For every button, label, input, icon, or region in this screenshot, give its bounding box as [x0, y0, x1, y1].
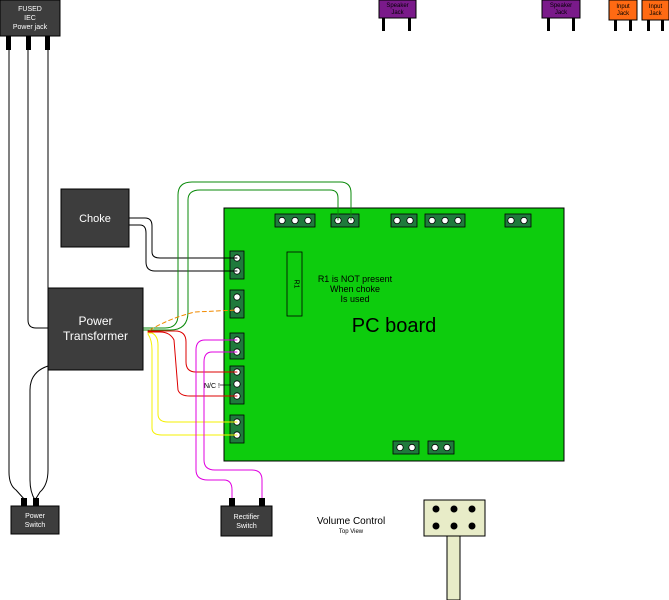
input-jack-2-line2: Jack: [649, 11, 662, 17]
transformer-label-line1: Power: [78, 314, 112, 328]
r1-note-line1: R1 is NOT present: [318, 274, 393, 284]
power-switch-line1: Power: [25, 513, 46, 520]
pc-board: [223, 207, 565, 462]
rectifier-switch-line2: Switch: [236, 523, 257, 530]
input-jack-1: Input Jack: [608, 0, 638, 31]
speaker-jack-1: Speaker Jack: [378, 0, 417, 31]
transformer-label-line2: Transformer: [63, 329, 128, 343]
iec-label-line2: IEC: [24, 15, 36, 22]
r1-label: R1: [293, 280, 300, 289]
rectifier-switch: Rectifier Switch: [220, 498, 273, 537]
input-jack-2-line1: Input: [649, 4, 663, 10]
r1-note-line2: When choke: [330, 284, 380, 294]
power-transformer: Power Transformer: [47, 287, 144, 371]
input-jack-1-line2: Jack: [617, 11, 630, 17]
input-jack-1-line1: Input: [616, 4, 630, 10]
power-switch-line2: Switch: [25, 522, 46, 529]
choke-label: Choke: [79, 213, 111, 225]
input-jack-2: Input Jack: [641, 0, 669, 31]
nc-label: N/C !: [204, 383, 220, 390]
board-top-connectors: [274, 213, 532, 228]
choke: Choke: [60, 188, 130, 248]
pot-body: [423, 499, 486, 537]
pc-board-title: PC board: [352, 315, 437, 337]
volume-control-title: Volume Control: [317, 516, 385, 527]
r1-note-line3: Is used: [340, 294, 369, 304]
iec-label-line3: Power jack: [13, 24, 48, 31]
iec-label-line1: FUSED: [18, 6, 42, 13]
volume-control-pot: [423, 499, 486, 600]
iec-power-jack: FUSED IEC Power jack: [0, 0, 61, 50]
volume-control-subtitle: Top View: [339, 529, 364, 535]
rectifier-switch-line1: Rectifier: [234, 514, 260, 521]
speaker-jack-1-line1: Speaker: [386, 3, 408, 9]
speaker-jack-2-line2: Jack: [555, 10, 568, 16]
speaker-jack-2-line1: Speaker: [550, 3, 572, 9]
wires: [8, 35, 352, 506]
speaker-jack-2: Speaker Jack: [541, 0, 581, 31]
r1-resistor: [286, 251, 303, 317]
power-switch: Power Switch: [10, 498, 60, 535]
pot-shaft: [446, 535, 461, 600]
board-bottom-connectors: [392, 440, 455, 455]
speaker-jack-1-line2: Jack: [391, 10, 404, 16]
